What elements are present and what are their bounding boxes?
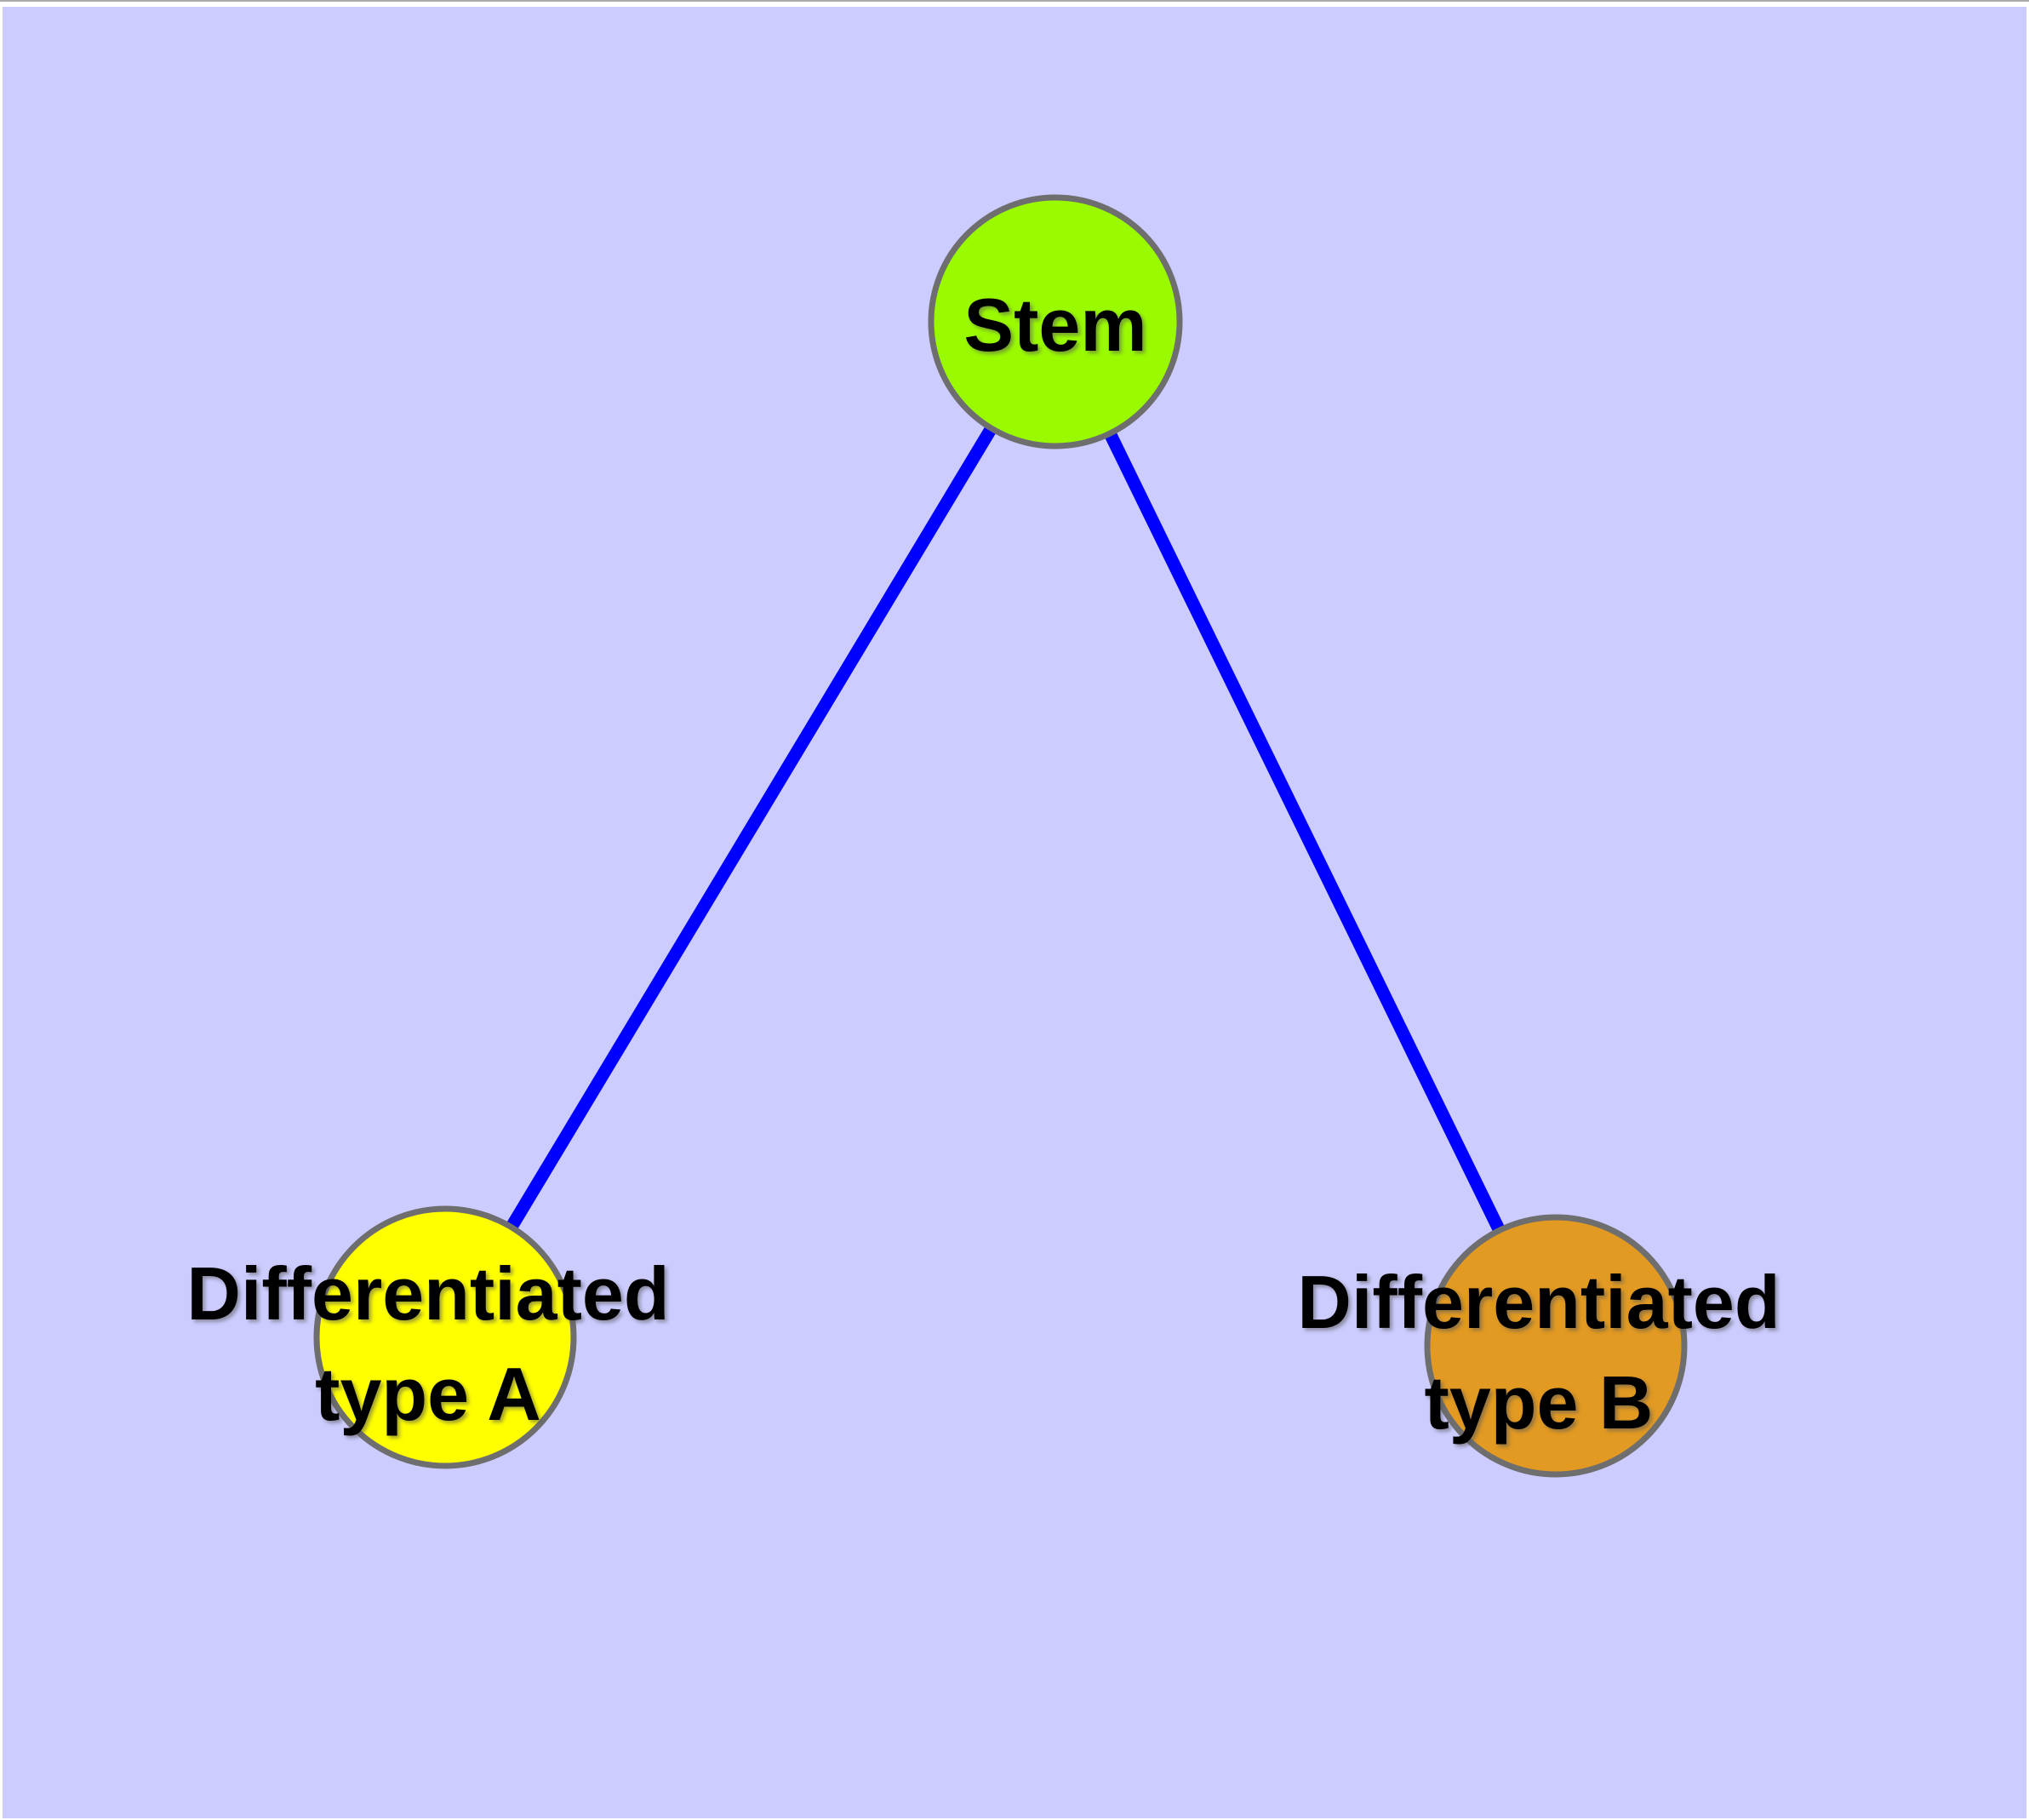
- node-type-b-circle: [1424, 1214, 1688, 1478]
- node-type-a-circle: [313, 1205, 577, 1469]
- graph-svg: [3, 7, 2026, 1818]
- node-stem-circle: [928, 194, 1183, 449]
- graph-canvas: Stem Differentiated type A Differentiate…: [3, 7, 2026, 1818]
- edge-stem-to-type-a: [439, 318, 1061, 1341]
- edge-stem-to-type-b: [1049, 318, 1562, 1349]
